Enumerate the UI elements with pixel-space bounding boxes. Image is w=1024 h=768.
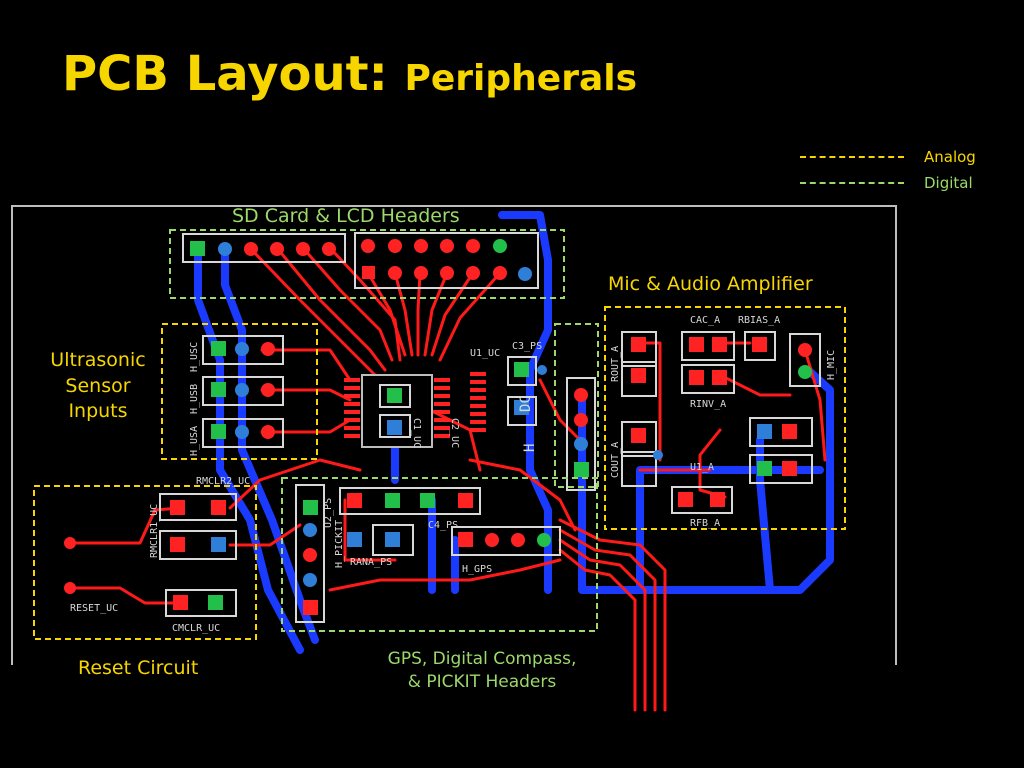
silk-rfb-a: RFB_A [690,518,720,529]
silk-u1-a: U1_A [690,462,714,473]
region-box-gps [281,477,598,632]
round-green-pads [493,239,812,547]
silk-cac-a: CAC_A [690,315,720,326]
silk-c4-ps: C4_PS [428,520,458,531]
silk-rmclr2-uc: RMCLR2_UC [196,476,250,487]
slide-title-main: PCB Layout: [62,46,388,102]
label-ultrasonic: Ultrasonic Sensor Inputs [50,349,146,423]
silk-h-usb: H_USB [189,384,200,414]
legend-label-analog: Analog [924,148,976,166]
region-box-reset [33,485,257,640]
silk-c3-ps: C3_PS [512,341,542,352]
legend-label-digital: Digital [924,174,973,192]
silk-rana-ps: RANA_PS [350,557,392,568]
silk-rmclr1-uc: RMCLR1_UC [149,504,160,558]
board-outline [11,205,897,665]
footprints [159,232,821,623]
region-box-compass [554,323,599,488]
slide-title: PCB Layout: Peripherals [62,48,637,101]
silk-rbias-a: RBIAS_A [738,315,780,326]
label-mic-audio: Mic & Audio Amplifier [608,273,813,295]
legend-swatch-digital [800,182,904,184]
silk-h-mic: H_MIC [826,350,837,380]
slide-title-sub: Peripherals [404,58,638,99]
silk-h-pickit: H_PICKIT [334,520,345,568]
red-square-pads [170,266,797,615]
top-traces [68,246,827,712]
silk-cmclr-uc: CMCLR_UC [172,623,220,634]
silkscreen-labels: H_USC H_USB H_USA U1_UC C3_PS DC H C1_UC… [70,315,837,634]
blue-pads [211,242,772,587]
silk-rout-a: ROUT_A [610,346,621,382]
silk-reset-uc: RESET_UC [70,603,118,614]
legend: Analog Digital [800,144,976,196]
silk-h: H [522,444,538,452]
silk-h-usc: H_USC [189,342,200,372]
legend-item-digital: Digital [800,170,976,196]
silk-c2-uc: C2_UC [449,418,460,448]
silk-rinv-a: RINV_A [690,399,726,410]
legend-item-analog: Analog [800,144,976,170]
silk-c1-uc: C1_UC [411,418,422,448]
square-pads [190,241,772,610]
mcu-pins [344,372,486,438]
label-reset: Reset Circuit [78,657,199,679]
silk-dc: DC [518,395,534,412]
silk-h-gps: H_GPS [462,564,492,575]
round-pads [64,239,812,594]
silk-cout-a: COUT_A [610,442,621,478]
region-box-mic-audio [604,306,846,530]
legend-swatch-analog [800,156,904,158]
region-boxes [33,229,846,640]
silk-u1-uc: U1_UC [470,348,500,359]
region-box-ultrasonic [161,323,318,460]
silk-h-usa: H_USA [189,426,200,456]
label-gps: GPS, Digital Compass, & PICKIT Headers [387,649,577,692]
bottom-traces [194,211,834,654]
label-sd-lcd: SD Card & LCD Headers [232,205,460,227]
region-box-sd-lcd [169,229,565,299]
silk-u2-ps: U2_PS [323,498,334,528]
